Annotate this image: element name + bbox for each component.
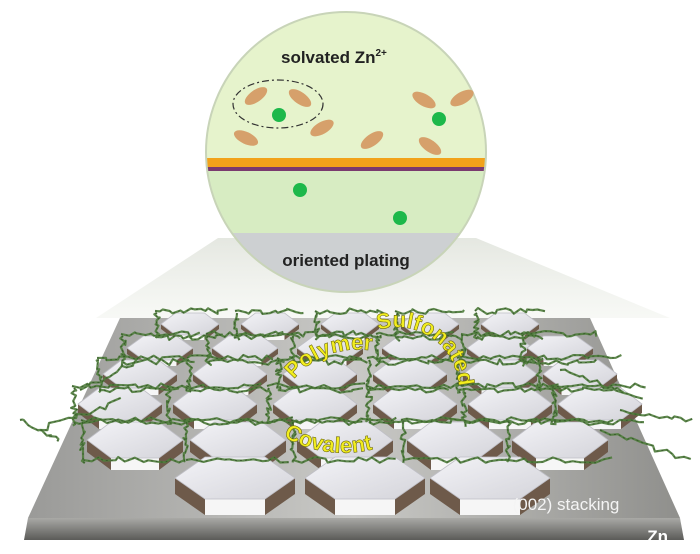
solvation-shell-outline xyxy=(232,79,324,129)
hexagon-crystal-icon xyxy=(86,421,184,470)
plating-label: oriented plating xyxy=(282,251,410,270)
solvent-molecule-icon xyxy=(310,119,334,137)
hexagon-crystal-icon xyxy=(304,456,426,515)
stacking-label: (002) stacking xyxy=(513,495,620,514)
solvent-molecule-icon xyxy=(412,91,436,109)
hexagon-crystal-icon xyxy=(174,456,296,515)
interface-sublayer xyxy=(206,167,486,171)
solvent-molecule-icon xyxy=(244,87,268,105)
zn-ion-icon xyxy=(293,183,307,197)
interface-layer xyxy=(206,158,486,168)
zn-ion-icon xyxy=(432,112,446,126)
zn-label: Zn xyxy=(647,527,668,546)
hexagon-crystals xyxy=(77,312,643,515)
solvent-molecule-icon xyxy=(450,89,474,107)
plated-zone xyxy=(206,171,486,233)
solvent-molecule-icon xyxy=(418,137,442,155)
hexagon-crystal-icon xyxy=(429,456,551,515)
solvent-molecules xyxy=(233,87,474,155)
zn-ion-icon xyxy=(272,108,286,122)
polymer-network-icon xyxy=(19,306,693,464)
solvent-molecule-icon xyxy=(360,131,384,149)
solvated-label: solvated Zn2+ xyxy=(281,48,387,67)
solvent-molecule-icon xyxy=(288,89,312,107)
solvent-molecule-icon xyxy=(233,130,259,146)
zn-ion-icon xyxy=(393,211,407,225)
zn-ions xyxy=(272,108,446,225)
